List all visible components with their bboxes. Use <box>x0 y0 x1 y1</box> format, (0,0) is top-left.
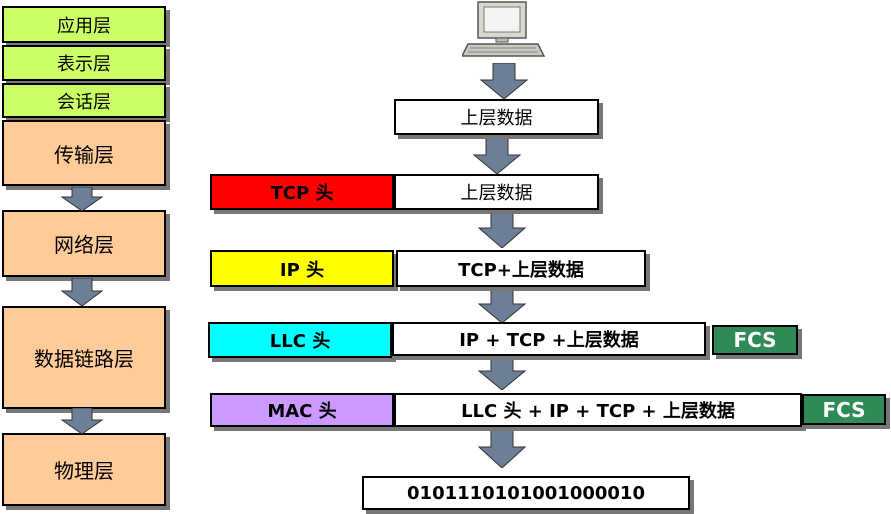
down-arrow-icon <box>477 428 527 468</box>
ip-packet-box: IP + TCP +上层数据 <box>392 322 706 356</box>
fcs-trailer-box: FCS <box>712 325 798 355</box>
bit-stream-label: 0101110101001000010 <box>407 482 645 504</box>
fcs-trailer-box: FCS <box>802 394 886 425</box>
osi-layer-label: 物理层 <box>54 459 114 483</box>
ip-header-box: IP 头 <box>210 250 394 287</box>
down-arrow-icon <box>477 210 527 248</box>
llc-frame-label: LLC 头 + IP + TCP + 上层数据 <box>461 401 735 422</box>
ip-packet-label: IP + TCP +上层数据 <box>459 330 639 351</box>
osi-layer-label: 网络层 <box>54 233 114 257</box>
down-arrow-icon <box>60 187 104 211</box>
tcp-segment-label: TCP+上层数据 <box>458 259 584 281</box>
down-arrow-icon <box>472 138 522 174</box>
osi-layer-label: 会话层 <box>57 91 111 113</box>
osi-layer-data-link: 数据链路层 <box>2 306 166 409</box>
upper-data-box: 上层数据 <box>394 174 599 210</box>
bit-stream-box: 0101110101001000010 <box>362 476 690 510</box>
osi-layer-label: 数据链路层 <box>34 347 134 371</box>
osi-layer-label: 应用层 <box>57 15 111 37</box>
tcp-header-label: TCP 头 <box>270 183 334 204</box>
tcp-header-box: TCP 头 <box>210 174 394 210</box>
osi-layer-application: 应用层 <box>2 6 166 43</box>
osi-layer-label: 表示层 <box>57 54 111 75</box>
ip-header-label: IP 头 <box>279 259 325 281</box>
osi-layer-label: 传输层 <box>54 142 114 167</box>
upper-data-label: 上层数据 <box>460 183 533 204</box>
tcp-segment-box: TCP+上层数据 <box>396 250 646 287</box>
down-arrow-icon <box>477 287 527 323</box>
mac-header-label: MAC 头 <box>267 401 337 422</box>
osi-layer-session: 会话层 <box>2 83 166 118</box>
llc-header-box: LLC 头 <box>208 322 392 358</box>
computer-icon <box>462 1 546 57</box>
down-arrow-icon <box>60 278 104 306</box>
mac-header-box: MAC 头 <box>210 393 394 427</box>
llc-header-label: LLC 头 <box>269 331 331 352</box>
down-arrow-icon <box>60 408 104 434</box>
fcs-trailer-label: FCS <box>733 328 777 352</box>
osi-layer-network: 网络层 <box>2 210 166 277</box>
osi-layer-presentation: 表示层 <box>2 45 166 81</box>
osi-layer-transport: 传输层 <box>2 120 166 186</box>
down-arrow-icon <box>479 63 529 99</box>
down-arrow-icon <box>477 354 527 390</box>
upper-data-label: 上层数据 <box>460 108 533 129</box>
osi-layer-physical: 物理层 <box>2 433 166 506</box>
upper-data-box: 上层数据 <box>394 99 599 135</box>
fcs-trailer-label: FCS <box>822 397 866 422</box>
llc-frame-box: LLC 头 + IP + TCP + 上层数据 <box>394 393 802 427</box>
